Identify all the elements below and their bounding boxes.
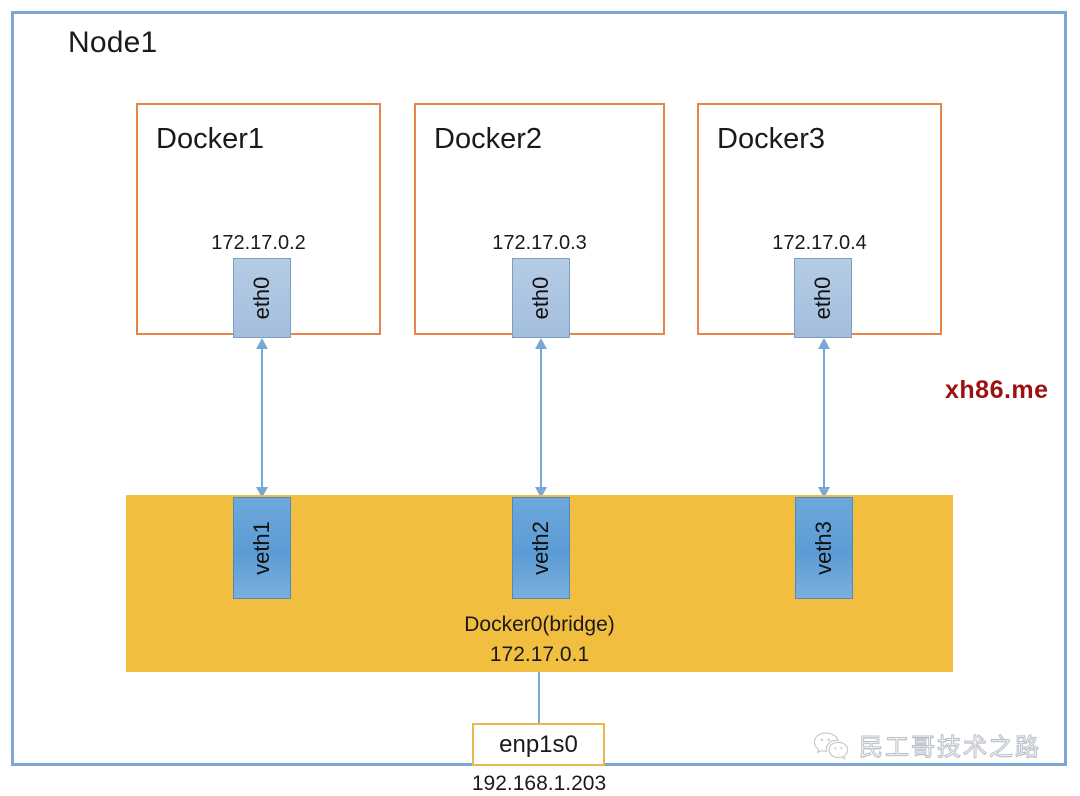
- site-watermark: xh86.me: [945, 376, 1049, 404]
- docker2-eth0-interface: eth0: [512, 258, 570, 338]
- docker0-bridge-labels: Docker0(bridge) 172.17.0.1: [126, 610, 953, 671]
- docker1-ip-label: 172.17.0.2: [211, 232, 306, 254]
- host-ip-label: 192.168.1.203: [471, 772, 607, 795]
- docker1-eth0-label: eth0: [249, 276, 274, 320]
- veth3-interface: veth3: [795, 497, 853, 599]
- bridge-to-enp1s0-link: [538, 672, 540, 724]
- docker2-ip-label: 172.17.0.3: [492, 232, 587, 254]
- veth1-interface: veth1: [233, 497, 291, 599]
- veth2-label: veth2: [528, 521, 553, 575]
- veth3-label: veth3: [811, 521, 836, 575]
- docker3-title: Docker3: [717, 123, 825, 155]
- docker0-bridge-name: Docker0(bridge): [464, 613, 615, 636]
- docker1-eth0-interface: eth0: [233, 258, 291, 338]
- connector-docker1-veth1: [253, 338, 271, 498]
- docker3-ip-label: 172.17.0.4: [772, 232, 867, 254]
- docker1-title: Docker1: [156, 123, 264, 155]
- veth2-interface: veth2: [512, 497, 570, 599]
- veth1-label: veth1: [249, 521, 274, 575]
- wechat-icon: [812, 730, 850, 760]
- node1-title: Node1: [68, 26, 158, 59]
- docker3-eth0-interface: eth0: [794, 258, 852, 338]
- docker2-eth0-label: eth0: [528, 276, 553, 320]
- docker2-title: Docker2: [434, 123, 542, 155]
- docker3-eth0-label: eth0: [810, 276, 835, 320]
- enp1s0-interface-box: enp1s0: [472, 723, 605, 766]
- enp1s0-label: enp1s0: [499, 730, 578, 758]
- connector-docker2-veth2: [532, 338, 550, 498]
- wechat-watermark-text: 民工哥技术之路: [859, 733, 1041, 762]
- wechat-watermark: 民工哥技术之路: [812, 727, 1041, 762]
- connector-docker3-veth3: [815, 338, 833, 498]
- docker0-bridge-ip: 172.17.0.1: [489, 643, 590, 667]
